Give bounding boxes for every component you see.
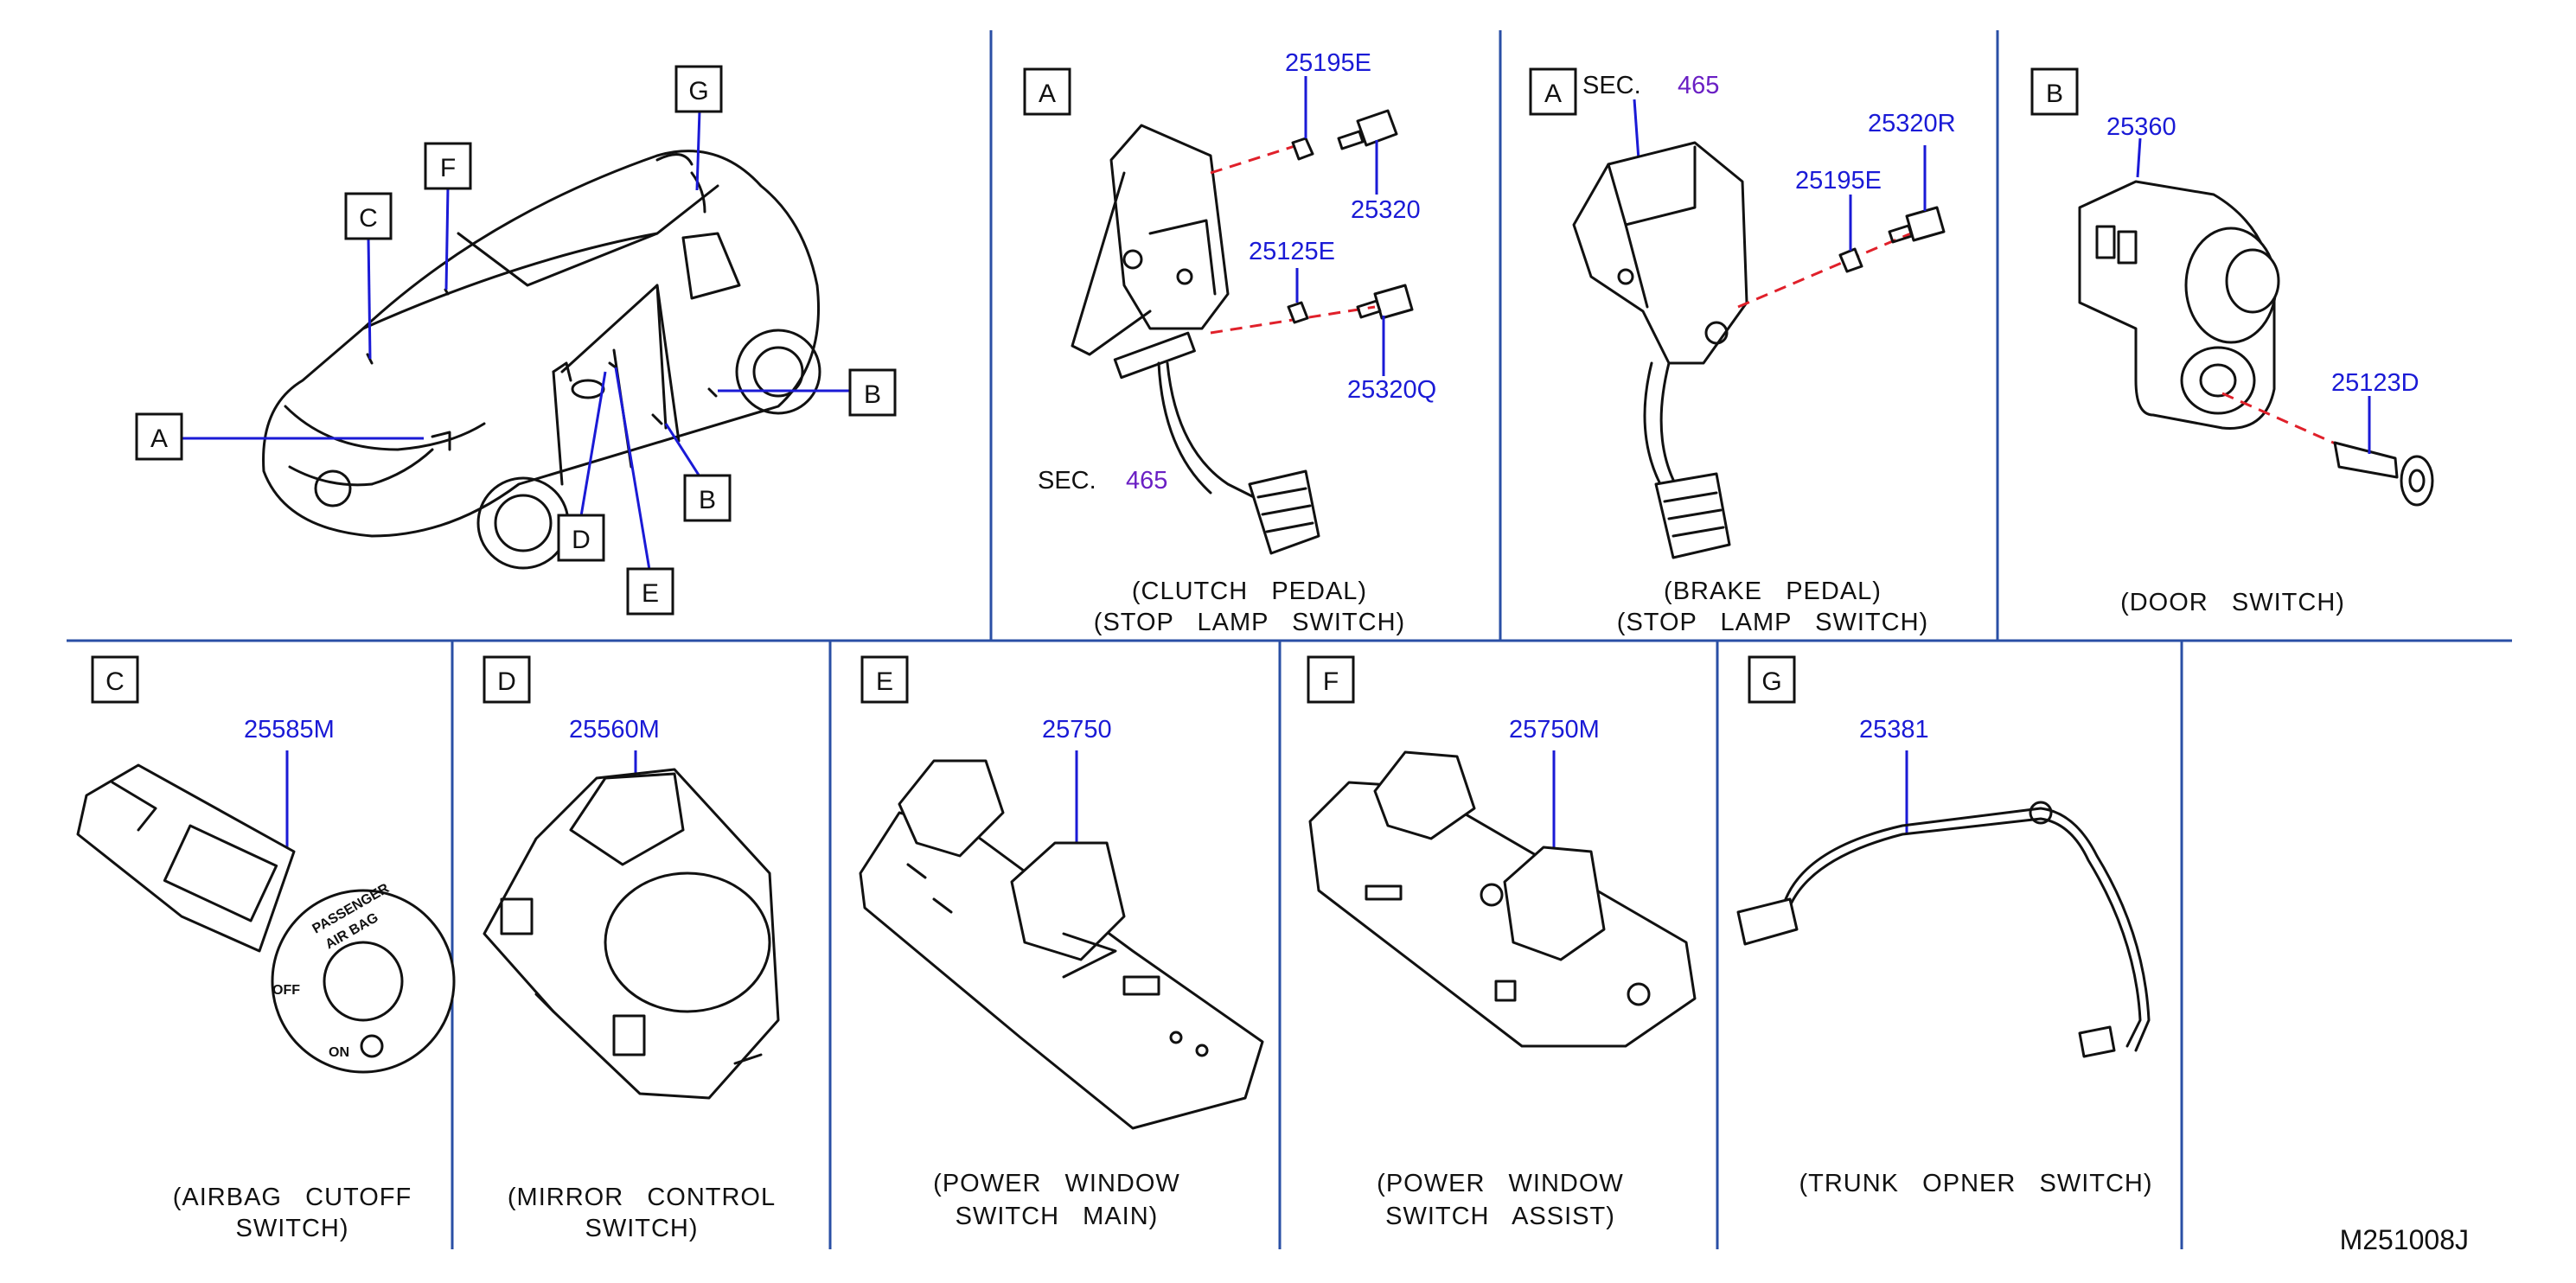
- part-25750m: 25750M: [1509, 716, 1600, 744]
- svg-text:25195E: 25195E: [1285, 49, 1371, 77]
- panel-power-window-main: E 25750 (POWER WINDOW SWITCH MAIN): [859, 655, 1264, 1230]
- part-25585m: 25585M: [244, 716, 335, 744]
- svg-text:F: F: [440, 154, 456, 182]
- car-callout-b-upper: B: [848, 368, 897, 417]
- svg-text:25123D: 25123D: [2331, 369, 2419, 397]
- car-callout-a: A: [135, 412, 183, 461]
- figure-code: M251008J: [2340, 1224, 2469, 1255]
- panel-letter-box: B: [2030, 67, 2079, 116]
- panel-letter-box: D: [483, 655, 531, 704]
- caption-line-1: (MIRROR CONTROL: [508, 1184, 776, 1211]
- part-25360: 25360: [2106, 113, 2176, 141]
- part-25123d: 25123D: [2331, 369, 2434, 507]
- svg-text:A: A: [1544, 80, 1562, 108]
- caption-line-1: (DOOR SWITCH): [2120, 589, 2345, 616]
- panel-letter-box: C: [91, 655, 139, 704]
- svg-text:G: G: [688, 77, 708, 105]
- caption-line-1: (POWER WINDOW: [1377, 1170, 1624, 1197]
- svg-text:E: E: [876, 667, 893, 696]
- svg-text:25320R: 25320R: [1868, 110, 1956, 137]
- caption-line-2: SWITCH): [585, 1215, 698, 1242]
- part-25381: 25381: [1859, 716, 1929, 744]
- part-25125e: 25125E: [1249, 238, 1335, 324]
- svg-text:B: B: [2046, 80, 2063, 108]
- caption-line-2: SWITCH ASSIST): [1385, 1203, 1615, 1230]
- airbag-switch-illustration: PASSENGER AIR BAG OFF ON: [76, 763, 456, 1074]
- svg-text:ON: ON: [329, 1045, 349, 1060]
- part-25320r: 25320R: [1868, 110, 1956, 244]
- caption-line-2: (STOP LAMP SWITCH): [1094, 609, 1405, 636]
- sec-label: SEC.: [1582, 72, 1641, 99]
- car-callout-c: C: [344, 192, 393, 240]
- svg-text:D: D: [497, 667, 516, 696]
- caption-line-2: SWITCH MAIN): [956, 1203, 1159, 1230]
- part-25195e: 25195E: [1285, 49, 1371, 161]
- svg-text:G: G: [1761, 667, 1781, 696]
- svg-text:D: D: [572, 526, 591, 554]
- svg-text:B: B: [699, 486, 716, 514]
- panel-letter-box: G: [1748, 655, 1796, 704]
- caption-line-1: (POWER WINDOW: [933, 1170, 1180, 1197]
- panel-door-switch: B 25360 25123D (DOOR SWITCH): [2030, 67, 2434, 616]
- panel-mirror-control: D 25560M (MIRROR CONTROL SWITCH): [483, 655, 780, 1242]
- brake-pedal-illustration: [1572, 141, 1748, 559]
- caption-line-1: (BRAKE PEDAL): [1664, 578, 1882, 605]
- panel-clutch-pedal: A 25195E 25320 251: [1023, 49, 1436, 636]
- sec-label: SEC.: [1038, 467, 1096, 495]
- svg-text:E: E: [642, 579, 659, 608]
- part-25320q: 25320Q: [1347, 284, 1436, 404]
- svg-text:25125E: 25125E: [1249, 238, 1335, 265]
- svg-text:B: B: [864, 380, 881, 409]
- sec-ref-465[interactable]: 465: [1678, 72, 1719, 99]
- caption-line-1: (AIRBAG CUTOFF: [173, 1184, 412, 1211]
- svg-text:A: A: [1039, 80, 1056, 108]
- panel-brake-pedal: A SEC. 465 25195E 25320R (BRAKE PEDA: [1529, 67, 1956, 636]
- car-callout-f: F: [424, 142, 472, 190]
- sec-ref-465[interactable]: 465: [1126, 467, 1167, 495]
- panel-power-window-assist: F 25750M (POWER WINDOW SWITCH ASSIST): [1307, 655, 1697, 1230]
- panel-trunk-opener: G 25381 (TRUNK OPNER SWITCH): [1736, 655, 2152, 1197]
- mirror-switch-illustration: [483, 768, 780, 1100]
- caption-line-1: (TRUNK OPNER SWITCH): [1799, 1170, 2152, 1197]
- panel-letter-box: F: [1307, 655, 1355, 704]
- car-callout-leaders: [181, 110, 865, 576]
- svg-text:C: C: [359, 204, 378, 233]
- panel-letter-box: A: [1023, 67, 1071, 116]
- power-window-main-illustration: [859, 759, 1264, 1130]
- panel-letter-box: E: [860, 655, 909, 704]
- svg-text:25320Q: 25320Q: [1347, 376, 1436, 404]
- car-callout-g: G: [674, 65, 723, 113]
- part-25195e: 25195E: [1795, 167, 1882, 273]
- clutch-pedal-illustration: [1071, 124, 1320, 555]
- panel-dividers: [67, 30, 2512, 1249]
- svg-text:C: C: [105, 667, 125, 696]
- car-callout-b-lower: B: [683, 474, 732, 522]
- car-callout-d: D: [557, 514, 605, 562]
- car-callout-e: E: [626, 567, 674, 616]
- power-window-assist-illustration: [1308, 750, 1697, 1048]
- svg-text:25195E: 25195E: [1795, 167, 1882, 195]
- part-25560m: 25560M: [569, 716, 660, 744]
- door-switch-illustration: [2078, 180, 2280, 430]
- caption-line-2: (STOP LAMP SWITCH): [1617, 609, 1928, 636]
- svg-text:A: A: [150, 424, 168, 453]
- svg-text:F: F: [1323, 667, 1339, 696]
- trunk-switch-illustration: [1736, 801, 2151, 1058]
- caption-line-2: SWITCH): [235, 1215, 348, 1242]
- panel-letter-box: A: [1529, 67, 1577, 116]
- part-25750: 25750: [1042, 716, 1112, 744]
- svg-text:25320: 25320: [1351, 196, 1421, 224]
- svg-text:OFF: OFF: [272, 983, 300, 998]
- panel-airbag-cutoff: C 25585M PASSENGER AIR BAG OFF ON (AIRBA…: [76, 655, 456, 1242]
- car-overview: A B B C D E F G: [135, 65, 897, 616]
- part-25320: 25320: [1337, 109, 1421, 224]
- caption-line-1: (CLUTCH PEDAL): [1132, 578, 1367, 605]
